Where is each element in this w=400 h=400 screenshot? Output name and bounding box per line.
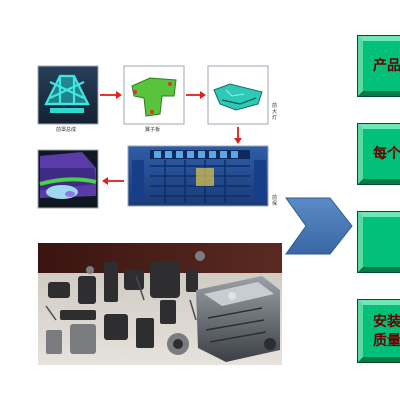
grille-caption: 前保 <box>272 195 278 207</box>
info-box-quality-label: 质量 <box>373 333 400 349</box>
info-box-each[interactable]: 每个 <box>357 123 400 185</box>
flow-arrow-4 <box>102 177 124 185</box>
info-box-install-label: 安装 <box>373 314 400 330</box>
grille-image <box>127 145 269 207</box>
info-box-each-label: 每个 <box>373 146 400 162</box>
flow-arrow-3 <box>234 127 242 144</box>
large-chevron-arrow <box>285 197 353 255</box>
flow-arrow-1 <box>100 91 122 99</box>
car-front-image <box>37 149 99 209</box>
info-box-blank[interactable] <box>357 211 400 273</box>
headlamp-image <box>207 65 269 125</box>
fender-image <box>123 65 185 125</box>
fender-caption: 翼子板 <box>145 127 161 133</box>
front-frame-caption: 前罩总成 <box>56 127 77 133</box>
info-box-product-label: 产品 <box>373 58 400 74</box>
info-box-product[interactable]: 产品 <box>357 35 400 97</box>
engine-parts-photo <box>38 243 282 365</box>
info-box-install-quality[interactable]: 安装 质量 <box>357 299 400 363</box>
flow-arrow-2 <box>186 91 206 99</box>
headlamp-caption: 前大灯 <box>272 103 278 121</box>
front-frame-image <box>37 65 99 125</box>
